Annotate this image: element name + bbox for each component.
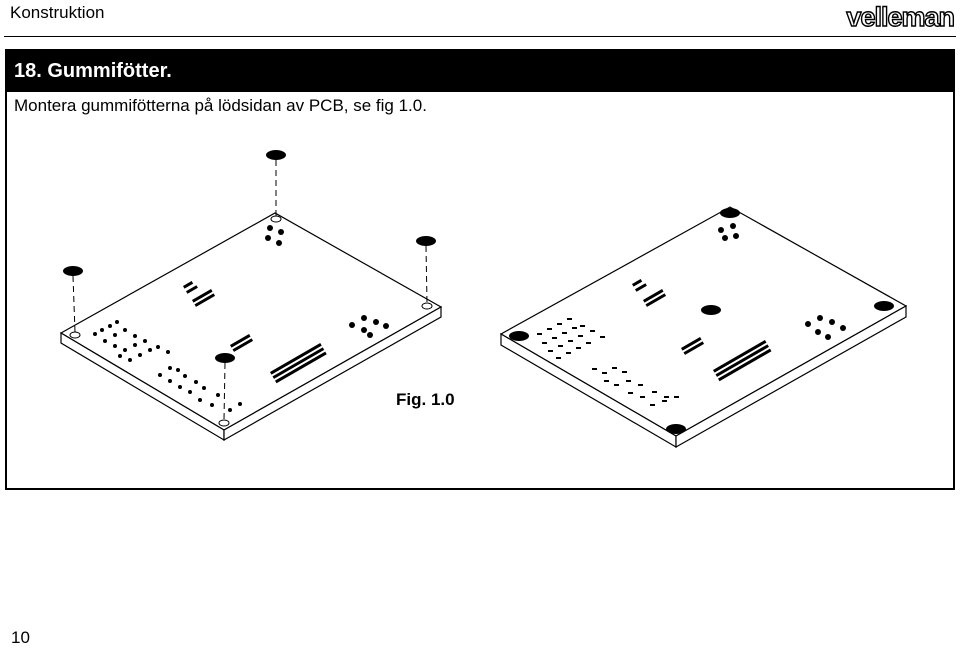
svg-text:velleman: velleman — [846, 2, 954, 32]
content-frame: 18. Gummifötter. Montera gummifötterna p… — [5, 49, 955, 490]
mounting-holes-left — [69, 215, 433, 427]
rubber-foot — [666, 424, 686, 434]
pcb-board-left — [59, 212, 443, 442]
rubber-foot — [266, 150, 286, 160]
section-title: 18. Gummifötter. — [14, 60, 172, 82]
instruction-text: Montera gummifötterna på lödsidan av PCB… — [14, 96, 427, 115]
solder-pins-right — [537, 223, 846, 406]
rubber-feet-right — [509, 208, 894, 434]
section-title-bar: 18. Gummifötter. — [7, 51, 953, 92]
rubber-foot — [509, 331, 529, 341]
velleman-logo: velleman — [846, 2, 956, 32]
fig-pcb-rubber-feet — [59, 150, 908, 449]
page-number: 10 — [11, 628, 30, 647]
rubber-foot — [720, 208, 740, 218]
rubber-foot — [63, 266, 83, 276]
header-section-title: Konstruktion — [10, 3, 105, 22]
rubber-foot — [215, 353, 235, 363]
rubber-foot — [874, 301, 894, 311]
header-divider — [4, 36, 956, 37]
pcb-board-right — [499, 206, 908, 449]
rubber-foot — [701, 305, 721, 315]
solder-pins-left — [93, 225, 389, 412]
rubber-feet-left — [63, 150, 436, 363]
figure-caption: Fig. 1.0 — [396, 390, 455, 409]
rubber-foot — [416, 236, 436, 246]
